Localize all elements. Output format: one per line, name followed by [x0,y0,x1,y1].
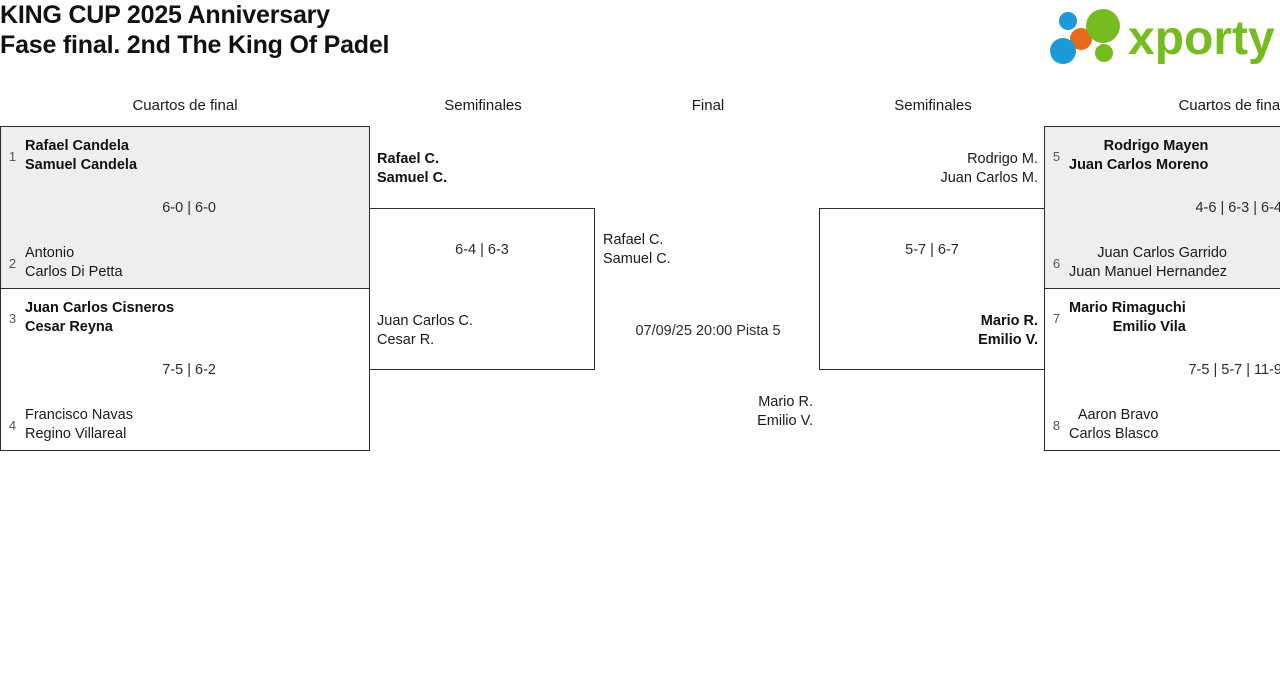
player-name-1: Mario Rimaguchi [1069,300,1186,316]
match-box-left-qf2[interactable] [0,288,370,451]
match-box-left-qf1[interactable] [0,126,370,289]
player-name-2: Juan Carlos Moreno [1069,157,1209,173]
round-heading-left-quarters: Cuartos de final [132,97,238,114]
match-box-left-sf[interactable] [369,208,595,370]
player-name-1: Mario R. [980,313,1038,329]
player-name-2: Cesar R. [377,332,435,348]
team-names: Francisco Navas Regino Villareal [25,406,133,444]
team-left-sf-top[interactable]: Rafael C. Samuel C. [377,150,447,188]
player-name-1: Rafael Candela [25,138,129,154]
logo-dot-blue-top [1059,12,1077,30]
team-names: Rafael Candela Samuel Candela [25,137,137,175]
team-names: Aaron Bravo Carlos Blasco [1069,406,1158,444]
match-box-right-qf2[interactable] [1044,288,1280,451]
player-name-1: Rafael C. [603,232,664,248]
match-box-right-sf[interactable] [819,208,1045,370]
team-final-bottom[interactable]: Mario R. Emilio V. [600,393,813,431]
logo-dot-green-small [1095,44,1113,62]
score-left-sf: 6-4 | 6-3 [455,242,509,258]
team-final-top[interactable]: Rafael C. Samuel C. [603,231,671,269]
page-title: KING CUP 2025 Anniversary Fase final. 2n… [0,0,700,60]
team-right-qf1-bottom[interactable]: 6 Juan Carlos Garrido Juan Manuel Hernan… [1052,244,1227,282]
seed-number: 6 [1052,255,1061,271]
team-right-sf-top[interactable]: Rodrigo M. Juan Carlos M. [819,150,1038,188]
player-name-2: Emilio V. [757,413,813,429]
logo-dot-green-large [1086,9,1120,43]
player-name-1: Rodrigo M. [967,151,1038,167]
player-name-2: Emilio Vila [1112,319,1186,335]
player-name-1: Rafael C. [377,151,440,167]
team-left-qf2-top[interactable]: 3 Juan Carlos Cisneros Cesar Reyna [8,299,174,337]
round-heading-final: Final [691,97,725,114]
tournament-name: KING CUP 2025 Anniversary [0,1,330,29]
player-name-1: Aaron Bravo [1077,407,1159,423]
player-name-2: Samuel C. [377,170,448,186]
seed-number: 1 [8,148,17,164]
player-name-2: Samuel Candela [25,157,138,173]
player-name-2: Carlos Di Petta [25,264,123,280]
xporty-logo[interactable]: xporty [1046,6,1276,64]
score-right-qf2: 7-5 | 5-7 | 11-9 [1188,362,1280,378]
player-name-1: Francisco Navas [25,407,133,423]
round-heading-right-quarters: Cuartos de final [1178,97,1280,114]
player-name-2: Samuel C. [603,251,671,267]
seed-number: 5 [1052,148,1061,164]
team-names: Rodrigo Mayen Juan Carlos Moreno [1069,137,1208,175]
round-heading-right-semis: Semifinales [894,97,972,114]
logo-wordmark: xporty [1128,12,1275,64]
team-left-qf2-bottom[interactable]: 4 Francisco Navas Regino Villareal [8,406,133,444]
score-right-qf1: 4-6 | 6-3 | 6-4 [1195,200,1280,216]
team-left-qf1-bottom[interactable]: 2 Antonio Carlos Di Petta [8,244,123,282]
player-name-2: Juan Carlos M. [940,170,1038,186]
player-name-1: Antonio [25,245,75,261]
logo-dot-orange [1070,28,1092,50]
tournament-phase: Fase final. 2nd The King Of Padel [0,31,390,59]
score-left-qf2: 7-5 | 6-2 [162,362,216,378]
seed-number: 4 [8,417,17,433]
player-name-1: Juan Carlos C. [377,313,473,329]
seed-number: 7 [1052,310,1061,326]
player-name-1: Juan Carlos Cisneros [25,300,175,316]
team-right-sf-bottom[interactable]: Mario R. Emilio V. [819,312,1038,350]
seed-number: 8 [1052,417,1061,433]
team-names: Antonio Carlos Di Petta [25,244,123,282]
player-name-2: Cesar Reyna [25,319,113,335]
final-schedule: 07/09/25 20:00 Pista 5 [635,323,781,339]
team-left-qf1-top[interactable]: 1 Rafael Candela Samuel Candela [8,137,137,175]
player-name-1: Mario R. [758,394,813,410]
score-right-sf: 5-7 | 6-7 [905,242,959,258]
team-right-qf2-top[interactable]: 7 Mario Rimaguchi Emilio Vila [1052,299,1186,337]
player-name-2: Juan Manuel Hernandez [1069,264,1227,280]
score-left-qf1: 6-0 | 6-0 [162,200,216,216]
team-right-qf1-top[interactable]: 5 Rodrigo Mayen Juan Carlos Moreno [1052,137,1209,175]
player-name-2: Emilio V. [978,332,1038,348]
match-box-right-qf1[interactable] [1044,126,1280,289]
team-right-qf2-bottom[interactable]: 8 Aaron Bravo Carlos Blasco [1052,406,1159,444]
player-name-2: Carlos Blasco [1069,426,1159,442]
team-names: Juan Carlos Cisneros Cesar Reyna [25,299,174,337]
seed-number: 3 [8,310,17,326]
player-name-1: Rodrigo Mayen [1103,138,1209,154]
round-heading-left-semis: Semifinales [444,97,522,114]
team-names: Mario Rimaguchi Emilio Vila [1069,299,1186,337]
player-name-1: Juan Carlos Garrido [1097,245,1227,261]
team-left-sf-bottom[interactable]: Juan Carlos C. Cesar R. [377,312,473,350]
player-name-2: Regino Villareal [25,426,127,442]
team-names: Juan Carlos Garrido Juan Manuel Hernande… [1069,244,1227,282]
seed-number: 2 [8,255,17,271]
logo-dot-blue-bottom [1050,38,1076,64]
